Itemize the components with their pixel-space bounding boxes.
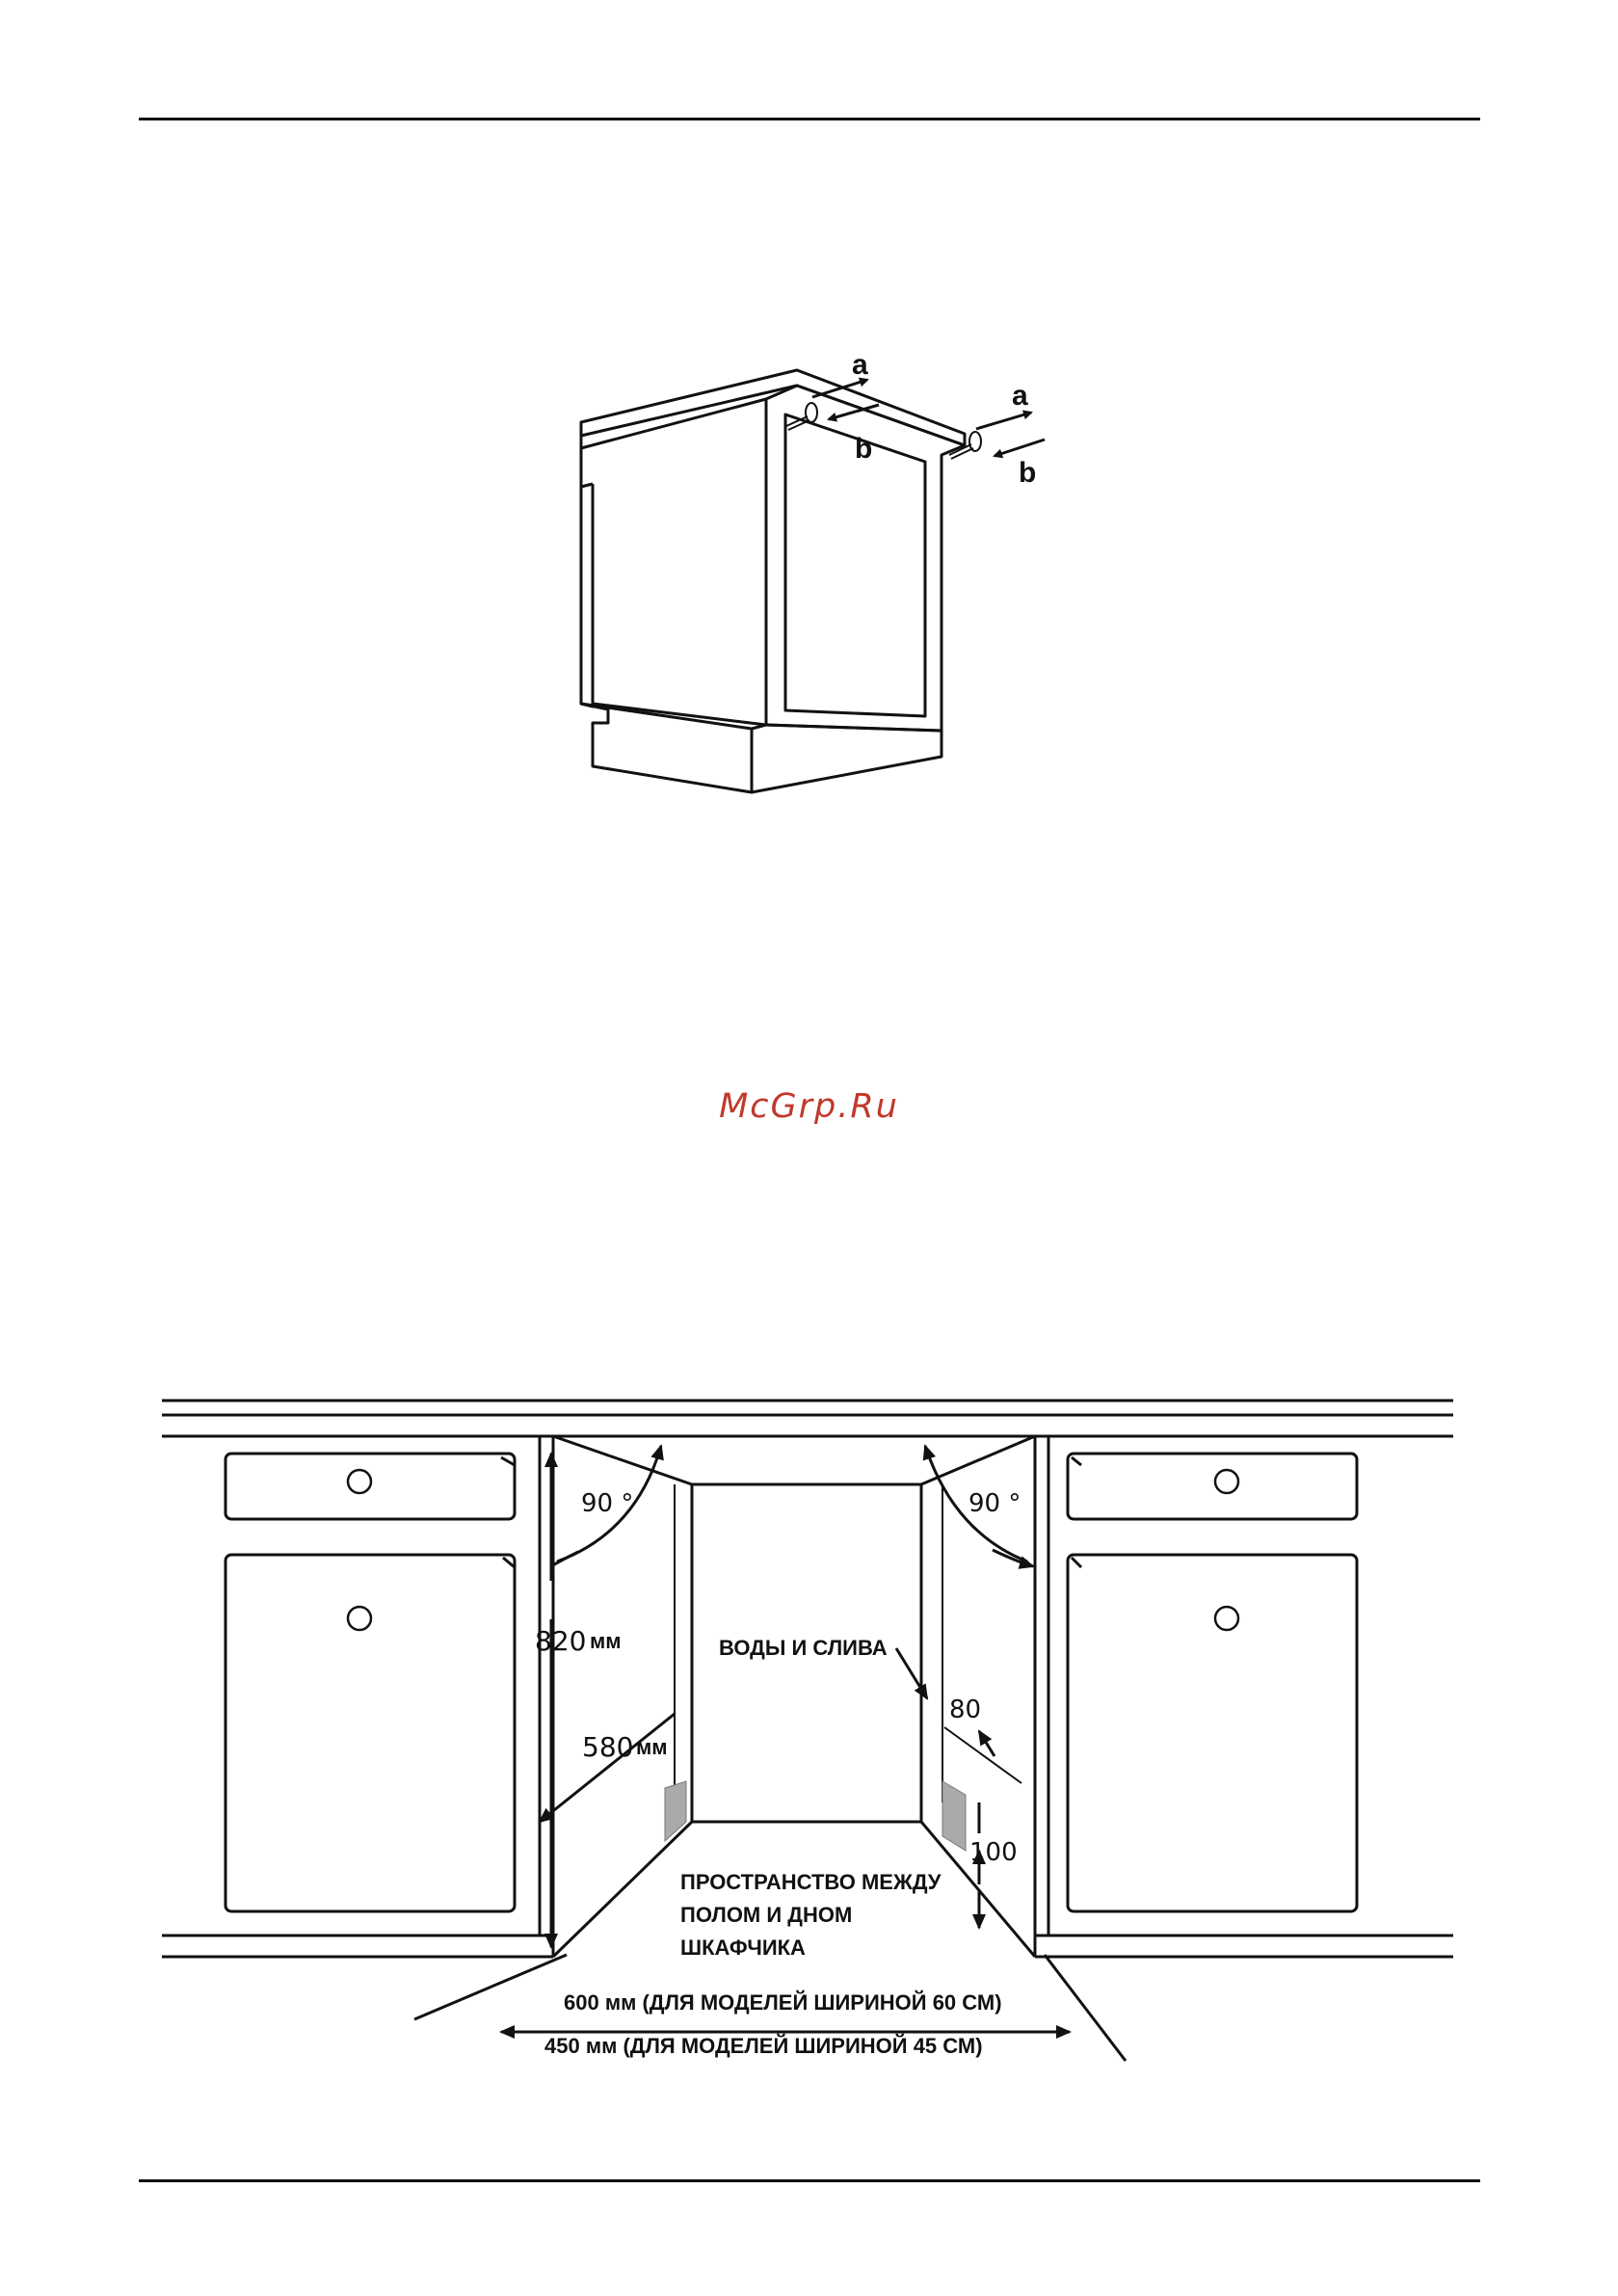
plinth — [581, 704, 942, 792]
right-door — [1068, 1555, 1357, 1911]
knob — [1215, 1607, 1238, 1630]
label-a-right: a — [1012, 380, 1028, 412]
angle-left-label: 90 ° — [581, 1489, 633, 1518]
space-label-line1: ПРОСТРАНСТВО МЕЖДУ — [680, 1870, 942, 1894]
label-b-right: b — [1019, 457, 1036, 489]
width-450-label: 450 мм (ДЛЯ МОДЕЛЕЙ ШИРИНОЙ 45 СМ) — [544, 2034, 983, 2058]
top-rule — [139, 118, 1480, 120]
cabinet-figure: a b a b — [0, 347, 1618, 810]
label-b-left: b — [855, 433, 872, 465]
dim-100-label: 100 — [969, 1838, 1018, 1867]
space-label-line3: ШКАФЧИКА — [680, 1936, 806, 1960]
plinth-shade-right — [942, 1781, 966, 1851]
left-door — [225, 1555, 515, 1911]
knob — [348, 1470, 371, 1493]
bottom-rule — [139, 2179, 1480, 2182]
knob — [1215, 1470, 1238, 1493]
dim-80-label: 80 — [949, 1695, 981, 1724]
depth-value: 580 — [582, 1731, 633, 1763]
watermark: McGrp.Ru — [0, 1087, 1618, 1126]
knob — [348, 1607, 371, 1630]
angle-right-label: 90 ° — [968, 1489, 1021, 1518]
cabinet-left-side — [581, 399, 766, 725]
right-drawer — [1068, 1454, 1357, 1519]
water-drain-label: ВОДЫ И СЛИВА — [719, 1636, 888, 1660]
height-unit: мм — [590, 1629, 622, 1653]
space-label-line2: ПОЛОМ И ДНОМ — [680, 1903, 852, 1927]
width-600-label: 600 мм (ДЛЯ МОДЕЛЕЙ ШИРИНОЙ 60 СМ) — [564, 1990, 1002, 2015]
height-value: 820 — [535, 1625, 586, 1657]
label-a-left: a — [852, 349, 868, 381]
depth-unit: мм — [636, 1735, 668, 1759]
installation-figure: 90 ° 90 ° 820 мм 580 мм ВОДЫ И СЛИВА 80 … — [0, 1388, 1618, 2082]
